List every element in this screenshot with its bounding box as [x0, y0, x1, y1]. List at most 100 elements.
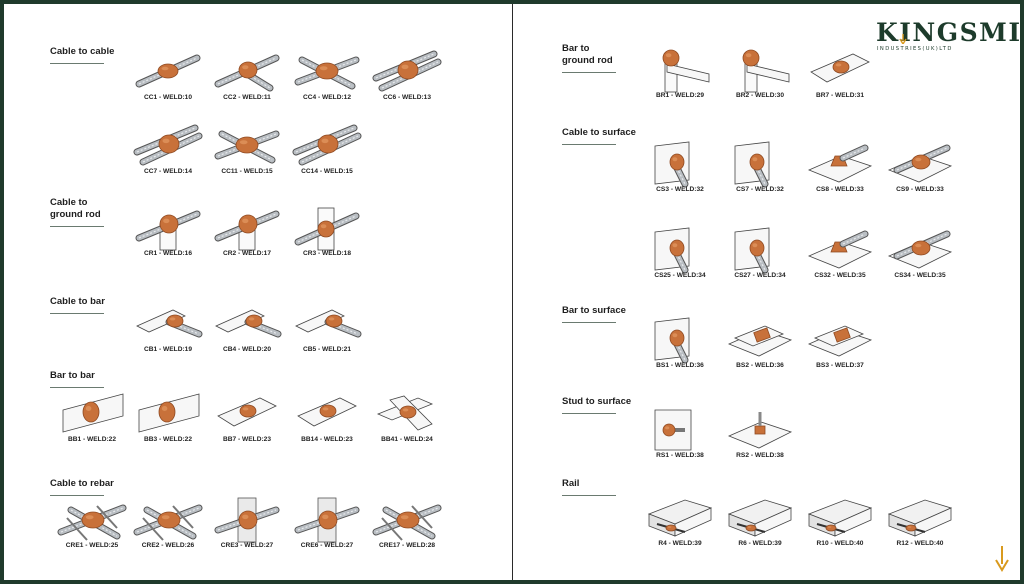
- weld-illustration: [294, 207, 360, 251]
- weld-item[interactable]: BB1 - WELD:22: [52, 390, 132, 452]
- weld-item[interactable]: CR2 - WELD:17: [207, 204, 287, 266]
- weld-illustration: [297, 397, 357, 427]
- section-heading-bs: Bar to surface: [562, 305, 626, 323]
- kingsmill-logo: KINGSMILL INDUSTRIES(UK)LTD: [876, 18, 1024, 54]
- weld-item[interactable]: CRE17 - WELD:28: [367, 496, 447, 558]
- weld-code: CS27 - WELD:34: [734, 272, 786, 279]
- weld-illustration: [654, 409, 692, 451]
- weld-item[interactable]: CS9 - WELD:33: [880, 140, 960, 202]
- weld-item[interactable]: CC7 - WELD:14: [128, 122, 208, 184]
- weld-code: CS32 - WELD:35: [814, 272, 866, 279]
- weld-illustration: [136, 309, 203, 338]
- weld-item[interactable]: CS27 - WELD:34: [720, 226, 800, 288]
- brand-name: KINGSMILL: [876, 18, 1024, 47]
- section-heading-cb: Cable to bar: [50, 296, 105, 314]
- weld-illustration: [133, 504, 203, 541]
- weld-item[interactable]: CS7 - WELD:32: [720, 140, 800, 202]
- section-heading-cre: Cable to rebar: [50, 478, 114, 496]
- weld-item[interactable]: CB1 - WELD:19: [128, 300, 208, 362]
- weld-item[interactable]: RS1 - WELD:38: [640, 406, 720, 468]
- weld-illustration: [810, 53, 870, 83]
- weld-illustration: [294, 56, 360, 90]
- weld-illustration: [135, 54, 201, 88]
- weld-illustration: [887, 144, 953, 183]
- weld-code: CS3 - WELD:32: [656, 186, 704, 193]
- weld-item[interactable]: R10 - WELD:40: [800, 494, 880, 556]
- weld-illustration: [807, 144, 873, 183]
- weld-illustration: [727, 499, 793, 537]
- page-divider: [512, 4, 513, 580]
- weld-item[interactable]: BS3 - WELD:37: [800, 316, 880, 378]
- weld-illustration: [662, 49, 710, 93]
- weld-item[interactable]: R12 - WELD:40: [880, 494, 960, 556]
- section-heading-r: Rail: [562, 478, 616, 496]
- weld-code: BB7 - WELD:23: [223, 436, 271, 443]
- weld-illustration: [214, 497, 280, 543]
- weld-illustration: [62, 393, 124, 433]
- weld-item[interactable]: BR2 - WELD:30: [720, 46, 800, 108]
- weld-item[interactable]: CC14 - WELD:15: [287, 122, 367, 184]
- weld-item[interactable]: CR1 - WELD:16: [128, 204, 208, 266]
- weld-item[interactable]: BB7 - WELD:23: [207, 390, 287, 452]
- weld-item[interactable]: CR3 - WELD:18: [287, 204, 367, 266]
- weld-item[interactable]: CS32 - WELD:35: [800, 226, 880, 288]
- weld-code: BR2 - WELD:30: [736, 92, 784, 99]
- weld-illustration: [214, 54, 280, 92]
- weld-illustration: [654, 141, 690, 188]
- weld-item[interactable]: BR1 - WELD:29: [640, 46, 720, 108]
- weld-item[interactable]: R4 - WELD:39: [640, 494, 720, 556]
- weld-item[interactable]: CRE1 - WELD:25: [52, 496, 132, 558]
- weld-item[interactable]: CRE3 - WELD:27: [207, 496, 287, 558]
- weld-code: BB41 - WELD:24: [381, 436, 433, 443]
- weld-illustration: [734, 141, 770, 188]
- weld-illustration: [133, 124, 203, 166]
- weld-code: CC4 - WELD:12: [303, 94, 351, 101]
- weld-item[interactable]: BS2 - WELD:36: [720, 316, 800, 378]
- weld-code: CB4 - WELD:20: [223, 346, 271, 353]
- weld-item[interactable]: BB41 - WELD:24: [367, 390, 447, 452]
- weld-illustration: [57, 504, 127, 541]
- weld-illustration: [807, 230, 873, 269]
- weld-item[interactable]: CS34 - WELD:35: [880, 226, 960, 288]
- weld-code: CS7 - WELD:32: [736, 186, 784, 193]
- weld-item[interactable]: CC6 - WELD:13: [367, 48, 447, 110]
- logo-arrow-icon: [899, 34, 907, 44]
- weld-code: CC6 - WELD:13: [383, 94, 431, 101]
- weld-item[interactable]: CRE6 - WELD:27: [287, 496, 367, 558]
- weld-illustration: [727, 412, 793, 449]
- weld-item[interactable]: CS8 - WELD:33: [800, 140, 880, 202]
- weld-item[interactable]: BB3 - WELD:22: [128, 390, 208, 452]
- weld-item[interactable]: CB4 - WELD:20: [207, 300, 287, 362]
- weld-item[interactable]: BR7 - WELD:31: [800, 46, 880, 108]
- weld-code: CR3 - WELD:18: [303, 250, 351, 257]
- weld-illustration: [294, 497, 360, 543]
- weld-item[interactable]: CS25 - WELD:34: [640, 226, 720, 288]
- section-heading-rs: Stud to surface: [562, 396, 631, 414]
- weld-code: R12 - WELD:40: [896, 540, 944, 547]
- weld-code: CS8 - WELD:33: [816, 186, 864, 193]
- weld-code: CS34 - WELD:35: [894, 272, 946, 279]
- weld-code: BS2 - WELD:36: [736, 362, 784, 369]
- weld-item[interactable]: CRE2 - WELD:26: [128, 496, 208, 558]
- weld-code: BR7 - WELD:31: [816, 92, 864, 99]
- weld-item[interactable]: CC2 - WELD:11: [207, 48, 287, 110]
- weld-illustration: [647, 499, 713, 537]
- weld-illustration: [887, 499, 953, 537]
- weld-illustration: [292, 124, 362, 166]
- weld-illustration: [214, 210, 280, 251]
- weld-item[interactable]: CB5 - WELD:21: [287, 300, 367, 362]
- weld-code: CR1 - WELD:16: [144, 250, 192, 257]
- weld-code: CR2 - WELD:17: [223, 250, 271, 257]
- weld-item[interactable]: BB14 - WELD:23: [287, 390, 367, 452]
- weld-item[interactable]: BS1 - WELD:36: [640, 316, 720, 378]
- weld-item[interactable]: CC11 - WELD:15: [207, 122, 287, 184]
- weld-item[interactable]: CS3 - WELD:32: [640, 140, 720, 202]
- weld-item[interactable]: CC1 - WELD:10: [128, 48, 208, 110]
- weld-item[interactable]: R6 - WELD:39: [720, 494, 800, 556]
- weld-illustration: [135, 210, 201, 251]
- section-heading-br: Bar to ground rod: [562, 43, 622, 73]
- weld-item[interactable]: CC4 - WELD:12: [287, 48, 367, 110]
- weld-item[interactable]: RS2 - WELD:38: [720, 406, 800, 468]
- next-page-arrow-icon[interactable]: [994, 544, 1010, 572]
